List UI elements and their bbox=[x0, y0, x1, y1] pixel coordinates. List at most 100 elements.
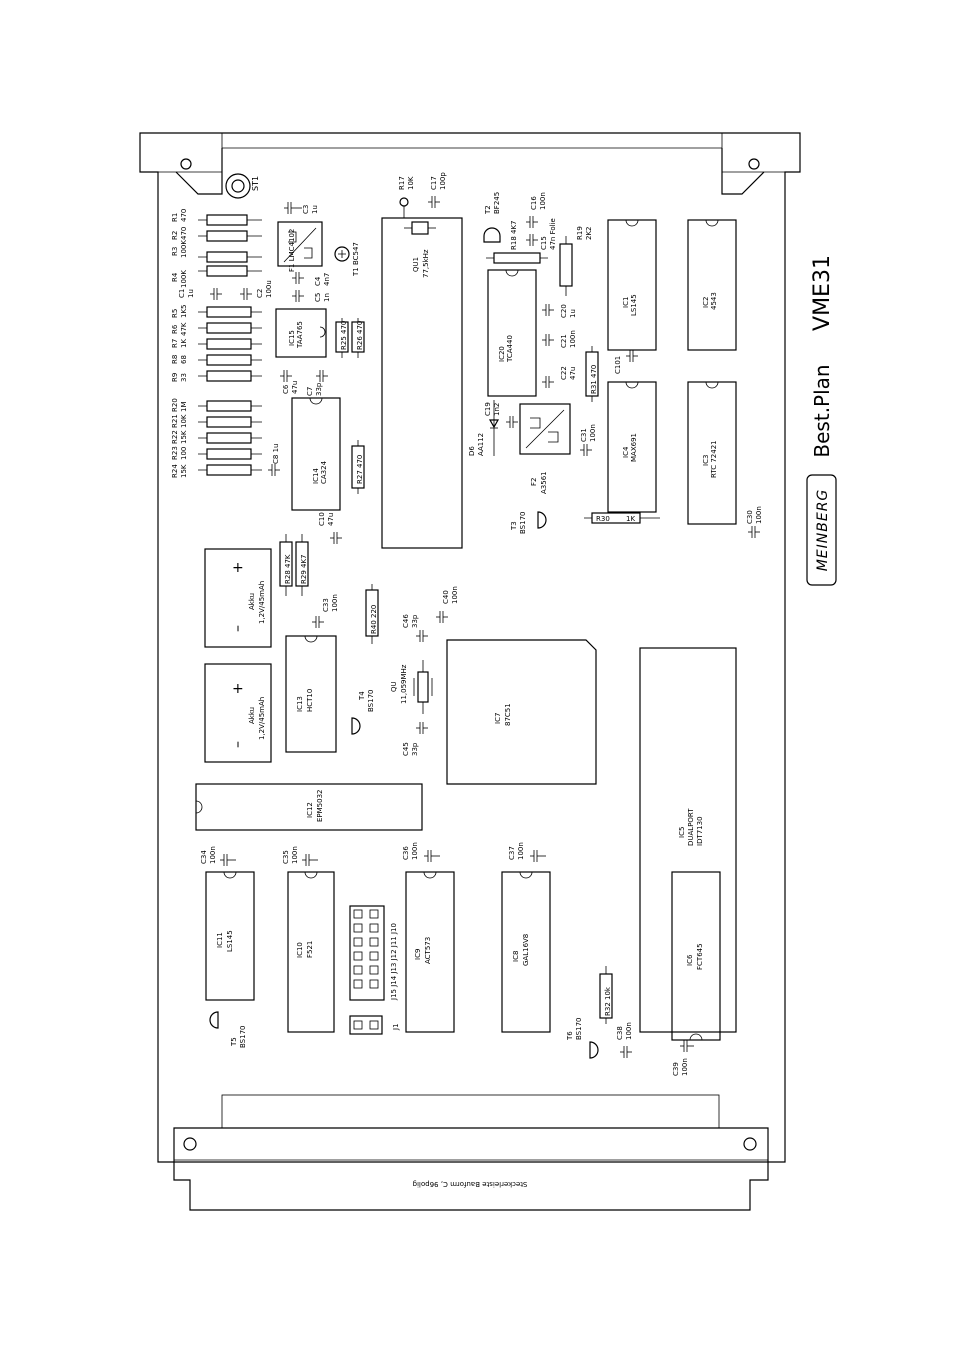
c6-label: C6 bbox=[282, 384, 290, 394]
ic6-package bbox=[671, 871, 721, 1041]
r18-label: R18 4K7 bbox=[510, 221, 518, 251]
left-resistor-bank bbox=[198, 214, 262, 476]
f2-value: A3561 bbox=[540, 471, 548, 494]
r3-label: R3 bbox=[171, 247, 179, 256]
r32-resistor bbox=[599, 966, 613, 1024]
ic7-part: 87C51 bbox=[504, 703, 512, 726]
r21-label: R21 bbox=[171, 414, 179, 428]
c17-value: 100p bbox=[439, 172, 447, 190]
ic8-part: GAL16V8 bbox=[522, 934, 530, 966]
battery-2-minus: – bbox=[230, 741, 246, 748]
c2-value: 100u bbox=[265, 280, 273, 298]
c7-value: 33p bbox=[315, 382, 323, 396]
title-block bbox=[806, 474, 837, 586]
ic10-package bbox=[287, 871, 335, 1033]
qu1-label: QU1 bbox=[412, 257, 420, 272]
ic4-ref: IC4 bbox=[622, 446, 630, 458]
f1-label: F1 LMC4102 bbox=[288, 229, 296, 272]
c3-label: C3 bbox=[302, 205, 310, 214]
ic5-package bbox=[639, 647, 737, 1033]
c38-value: 100n bbox=[625, 1022, 633, 1040]
r17-value: 10K bbox=[407, 176, 415, 190]
qu-crystal bbox=[413, 660, 433, 714]
ic2-ref: IC2 bbox=[702, 297, 710, 308]
c31-value: 100n bbox=[589, 424, 597, 442]
c16-value: 100n bbox=[539, 192, 547, 210]
board-outline bbox=[139, 132, 801, 1163]
c30-value: 100n bbox=[755, 506, 763, 524]
r4-label: R4 bbox=[171, 272, 179, 282]
c39-value: 100n bbox=[681, 1058, 689, 1076]
r17-label: R17 bbox=[398, 176, 406, 190]
ic20-package bbox=[487, 269, 537, 397]
jumper-block-j10-j15[interactable] bbox=[349, 905, 385, 1001]
r29-label: R29 4K7 bbox=[300, 555, 308, 585]
c45-label: C45 bbox=[402, 742, 410, 756]
r20-label: R20 bbox=[171, 398, 179, 412]
c37-value: 100n bbox=[517, 842, 525, 860]
ic3-package bbox=[687, 381, 737, 525]
c20-label: C20 bbox=[560, 304, 568, 318]
r30-value: 1K bbox=[626, 515, 635, 523]
ic20-ref: IC20 bbox=[498, 346, 506, 362]
t3-value: BS170 bbox=[519, 512, 527, 534]
ic20-part: TCA440 bbox=[506, 335, 514, 363]
r21-value: 10K bbox=[180, 414, 188, 428]
c15-label: C15 bbox=[540, 236, 548, 250]
r25-r26 bbox=[335, 318, 365, 358]
ic6-ref: IC6 bbox=[686, 954, 694, 966]
t4-transistor bbox=[351, 717, 361, 735]
c10-value: 47u bbox=[327, 513, 335, 526]
c36-value: 100n bbox=[411, 842, 419, 860]
ic9-package bbox=[405, 871, 455, 1033]
r30-label: R30 bbox=[596, 515, 610, 523]
ic1-ref: IC1 bbox=[622, 297, 630, 308]
ic13-ref: IC13 bbox=[296, 696, 304, 712]
c1-value: 1u bbox=[187, 289, 195, 298]
r23-label: R23 bbox=[171, 446, 179, 460]
c35-value: 100n bbox=[291, 846, 299, 864]
f1-filter bbox=[277, 221, 323, 267]
r9-label: R9 bbox=[171, 373, 179, 382]
r7-value: 1K bbox=[180, 339, 188, 348]
c45-value: 33p bbox=[411, 742, 419, 756]
r40-resistor bbox=[365, 584, 379, 644]
c19-label: C19 bbox=[484, 402, 492, 416]
c21-label: C21 bbox=[560, 334, 568, 348]
jumper-j1[interactable] bbox=[349, 1015, 383, 1035]
t2-label: T2 bbox=[484, 205, 492, 215]
r6-value: 47K bbox=[180, 322, 188, 336]
r22-label: R22 bbox=[171, 430, 179, 444]
brand-logo-text: MEINBERG bbox=[815, 489, 831, 572]
ic15-ref: IC15 bbox=[288, 330, 296, 346]
ic12-part: EPM5032 bbox=[316, 790, 324, 823]
c46-label: C46 bbox=[402, 614, 410, 628]
r1-label: R1 bbox=[171, 213, 179, 222]
ic2-part: 4543 bbox=[710, 292, 718, 310]
r22-value: 15K bbox=[180, 430, 188, 444]
r5-value: 1K5 bbox=[180, 305, 188, 319]
r28-r29 bbox=[279, 534, 309, 596]
ic2-package bbox=[687, 219, 737, 351]
r20-value: 1M bbox=[180, 402, 188, 413]
c5-label: C5 bbox=[314, 293, 322, 302]
qu-label: QU bbox=[390, 681, 398, 692]
t2-value: BF245 bbox=[493, 192, 501, 214]
ic8-package bbox=[501, 871, 551, 1033]
t1-transistor bbox=[334, 246, 350, 262]
d6-diode bbox=[488, 400, 500, 456]
ic1-part: LS145 bbox=[630, 294, 638, 316]
ic11-part: LS145 bbox=[226, 930, 234, 952]
r26-label: R26 470 bbox=[356, 321, 364, 350]
ic10-ref: IC10 bbox=[296, 942, 304, 958]
r9-value: 33 bbox=[180, 373, 188, 382]
c39-label: C39 bbox=[672, 1062, 680, 1076]
battery-1-minus: – bbox=[230, 625, 246, 632]
t6-transistor bbox=[589, 1041, 599, 1059]
c40-label: C40 bbox=[442, 590, 450, 604]
c34-label: C34 bbox=[200, 850, 208, 864]
r25-label: R25 470 bbox=[340, 321, 348, 350]
ic7-ref: IC7 bbox=[494, 713, 502, 724]
board-name: VME31 bbox=[810, 255, 835, 331]
battery-2 bbox=[204, 663, 272, 763]
